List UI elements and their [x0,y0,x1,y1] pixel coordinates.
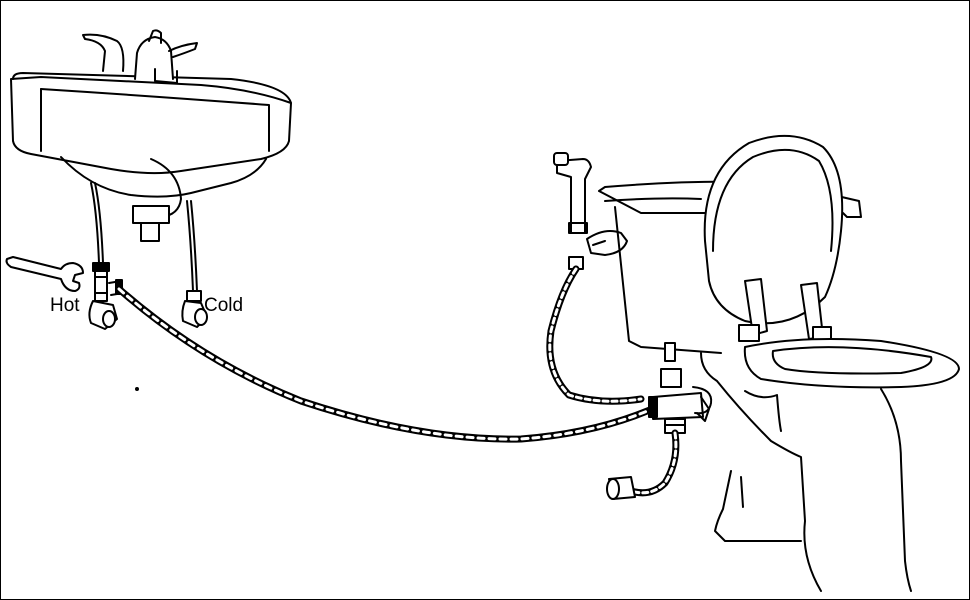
sink [10,29,292,292]
cold-label: Cold [204,295,244,316]
wall-supply-hose [627,429,680,497]
cold-valve [181,290,208,328]
braided-hose [115,285,665,443]
wall-shutoff-valve [606,476,636,500]
sprayer-holder [586,230,628,256]
hot-supply-line [90,182,100,264]
wrench-icon [5,256,84,292]
sprayer-hose [546,256,645,405]
t-adapter-valve [648,368,713,434]
toilet [598,134,960,592]
cold-supply-line [186,200,194,292]
hot-label: Hot [50,295,80,316]
faucet-icon [82,29,198,84]
hot-valve [88,262,124,330]
bidet-sprayer-icon [553,152,592,234]
